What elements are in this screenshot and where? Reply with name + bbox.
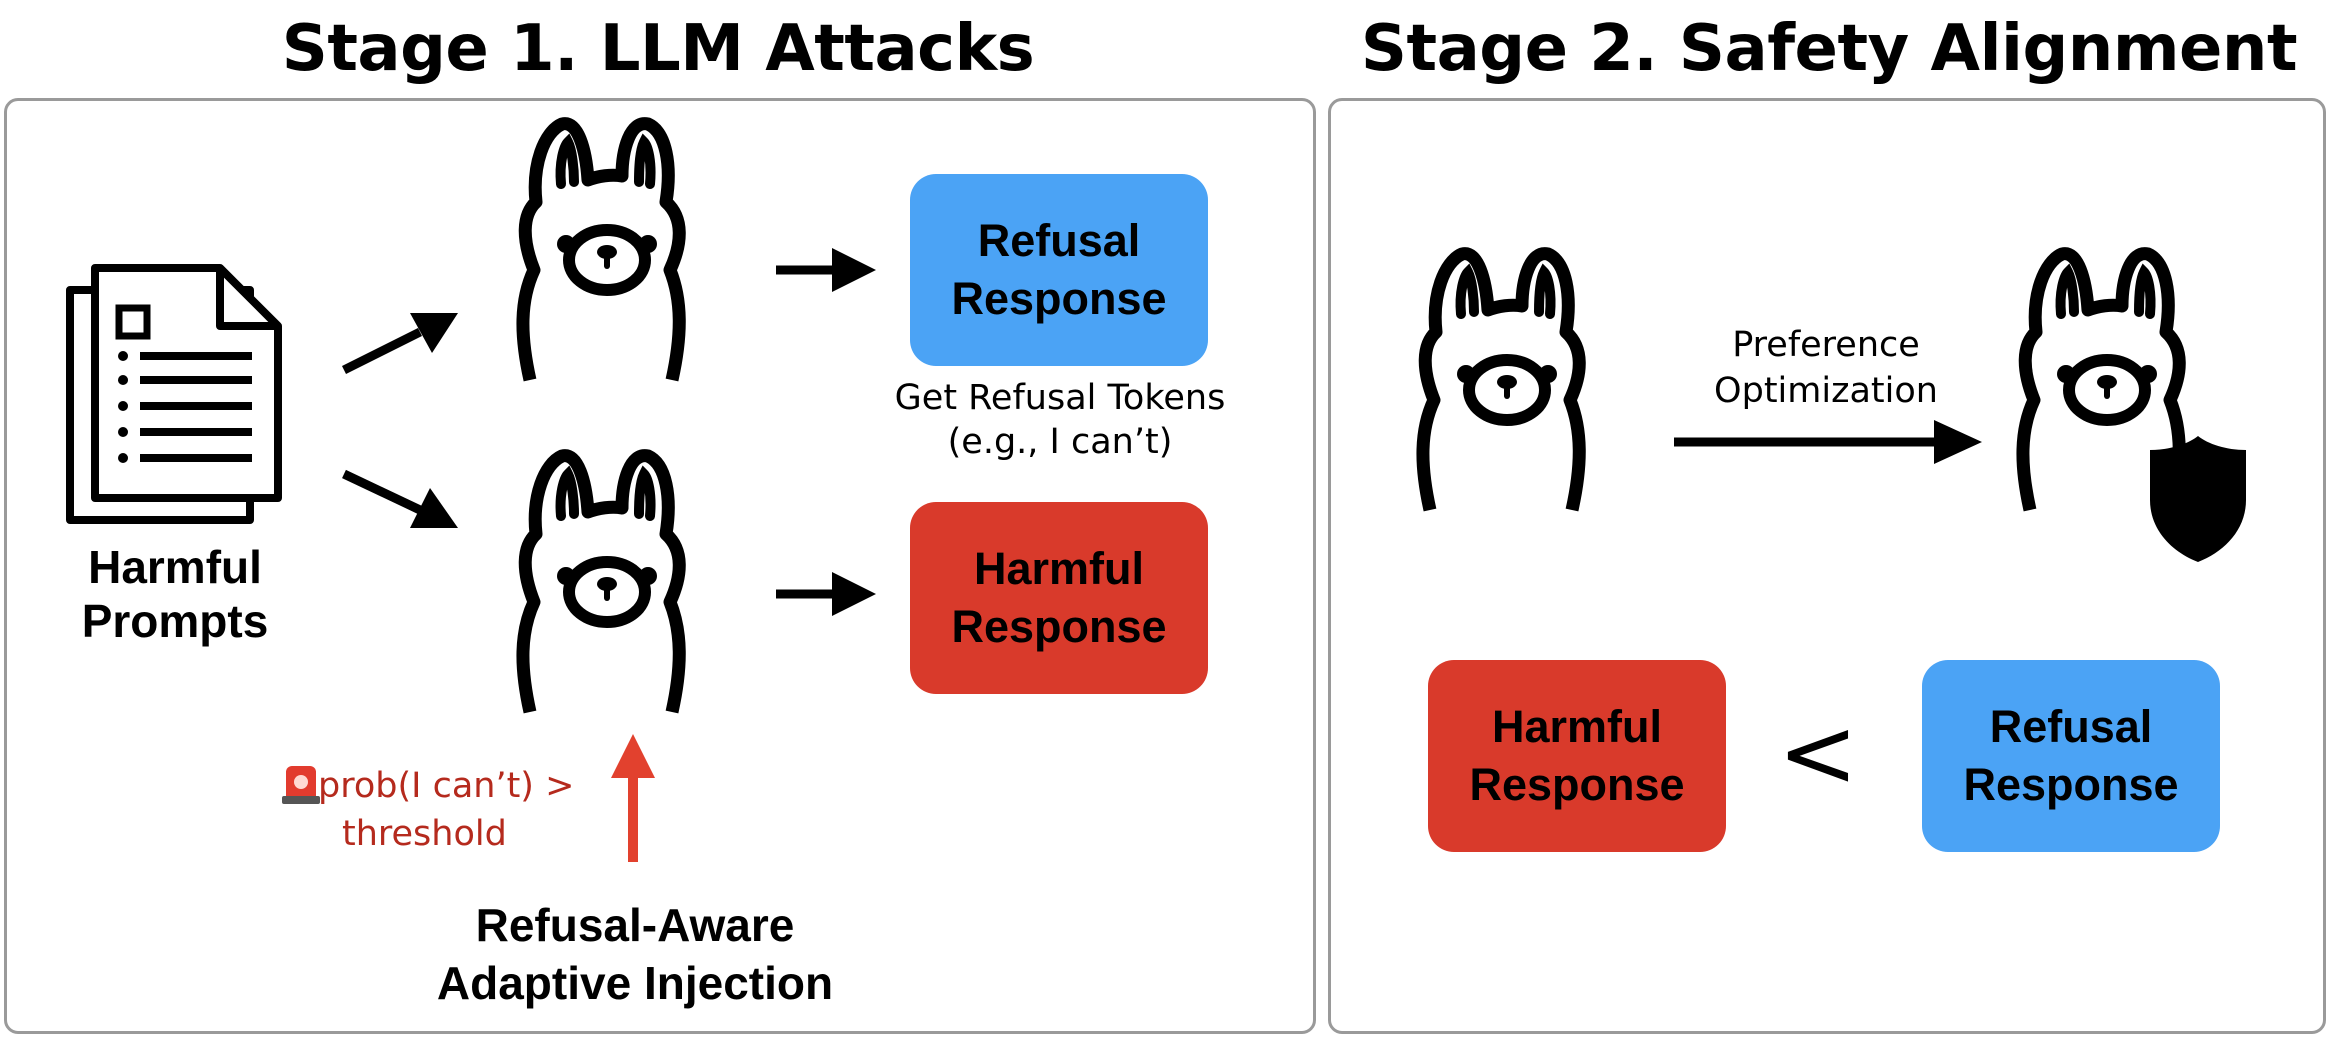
document-icon — [66, 264, 282, 524]
injection-arrow — [611, 734, 655, 862]
threshold-note: prob(I can’t) > threshold — [318, 762, 588, 858]
stage2-harmful-line1: Harmful — [1491, 701, 1663, 752]
arrow-to-llm-bottom — [342, 469, 458, 528]
refusal-response-line1: Refusal — [977, 215, 1141, 266]
stage2-harmful-response-box: Harmful Response — [1428, 660, 1726, 852]
preference-optimization-line2: Optimization — [1714, 371, 1938, 411]
stage2-panel — [1328, 98, 2326, 1034]
arrow-to-llm-top — [341, 313, 458, 375]
threshold-note-line2: threshold — [342, 814, 507, 854]
llm-llama-icon-bottom — [523, 456, 679, 712]
arrow-to-refusal-response — [776, 248, 876, 292]
harmful-response-box: Harmful Response — [910, 502, 1208, 694]
refusal-tokens-line2: (e.g., I can’t) — [947, 422, 1173, 462]
siren-icon — [282, 766, 320, 804]
preference-optimization-arrow — [1674, 420, 1982, 464]
base-llama-icon — [1423, 254, 1579, 510]
injection-label: Refusal-Aware Adaptive Injection — [380, 896, 890, 1012]
arrow-to-harmful-response — [776, 572, 876, 616]
harmful-prompts-line1: Harmful — [88, 541, 262, 593]
stage2-refusal-line2: Response — [1963, 759, 2179, 810]
harmful-response-line2: Response — [951, 601, 1167, 652]
stage2-harmful-line2: Response — [1469, 759, 1685, 810]
stage2-refusal-line1: Refusal — [1989, 701, 2153, 752]
injection-label-line2: Adaptive Injection — [436, 957, 834, 1009]
harmful-prompts-line2: Prompts — [81, 595, 269, 647]
preference-optimization-label: Preference Optimization — [1676, 322, 1976, 414]
refusal-response-box: Refusal Response — [910, 174, 1208, 366]
preference-optimization-line1: Preference — [1732, 325, 1920, 365]
comparison-symbol: < — [1778, 697, 1858, 809]
harmful-response-line1: Harmful — [973, 543, 1145, 594]
threshold-note-line1: prob(I can’t) > — [318, 766, 575, 806]
shield-icon — [2150, 436, 2246, 562]
refusal-tokens-label: Get Refusal Tokens (e.g., I can’t) — [860, 376, 1260, 464]
stage1-title: Stage 1. LLM Attacks — [281, 12, 1035, 86]
refusal-response-line2: Response — [951, 273, 1167, 324]
stage2-title: Stage 2. Safety Alignment — [1360, 12, 2298, 86]
llm-llama-icon-top — [523, 124, 679, 380]
stage2-refusal-response-box: Refusal Response — [1922, 660, 2220, 852]
refusal-tokens-line1: Get Refusal Tokens — [894, 378, 1226, 418]
injection-label-line1: Refusal-Aware — [475, 899, 795, 951]
harmful-prompts-label: Harmful Prompts — [40, 540, 310, 648]
